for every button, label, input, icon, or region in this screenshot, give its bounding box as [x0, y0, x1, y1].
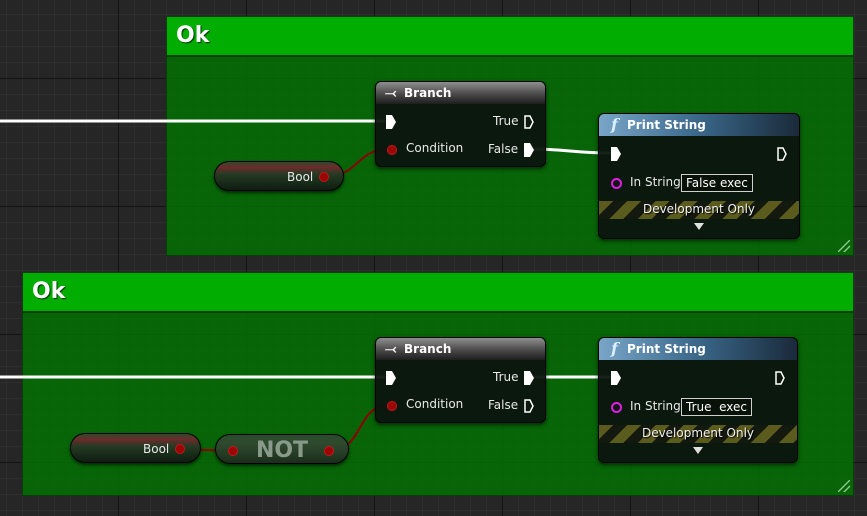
comment-title[interactable]: Ok	[23, 273, 853, 313]
print-string-title: Print String	[627, 342, 706, 356]
exec-output-pin[interactable]	[775, 371, 785, 385]
false-exec-output-pin[interactable]	[524, 399, 534, 413]
condition-input-pin[interactable]	[387, 145, 397, 155]
development-only-stripe	[599, 201, 799, 219]
print-string-header[interactable]: f Print String	[599, 338, 797, 360]
condition-pin-label: Condition	[406, 141, 464, 155]
in-string-pin[interactable]	[611, 178, 622, 189]
function-icon: f	[611, 115, 618, 134]
expand-arrow-icon[interactable]	[694, 223, 704, 230]
development-only-label: Development Only	[642, 202, 756, 216]
in-string-input[interactable]: False exec	[681, 174, 753, 192]
exec-input-pin[interactable]	[611, 371, 621, 385]
development-only-stripe	[599, 425, 797, 443]
bool-variable-label: Bool	[287, 170, 314, 184]
print-string-header[interactable]: f Print String	[599, 114, 799, 136]
branch-node[interactable]: ⤙ Branch True Condition False	[375, 337, 546, 423]
bool-output-pin[interactable]	[319, 172, 329, 182]
true-exec-output-pin[interactable]	[524, 115, 534, 129]
true-pin-label: True	[493, 370, 519, 384]
exec-input-pin[interactable]	[386, 371, 396, 385]
branch-node-header[interactable]: ⤙ Branch	[376, 338, 545, 360]
resize-handle-icon[interactable]	[838, 480, 850, 492]
print-string-node[interactable]: f Print String In String True exec Devel…	[598, 337, 798, 463]
false-pin-label: False	[488, 142, 519, 156]
not-input-pin[interactable]	[228, 446, 238, 456]
in-string-label: In String	[630, 175, 681, 189]
condition-pin-label: Condition	[406, 397, 464, 411]
comment-title[interactable]: Ok	[167, 17, 853, 57]
bool-variable-node[interactable]: Bool	[214, 161, 344, 191]
branch-icon: ⤙	[385, 85, 397, 101]
not-node[interactable]: NOT	[215, 434, 349, 464]
condition-input-pin[interactable]	[387, 401, 397, 411]
in-string-label: In String	[630, 399, 681, 413]
exec-input-pin[interactable]	[611, 147, 621, 161]
exec-output-pin[interactable]	[777, 147, 787, 161]
true-exec-output-pin[interactable]	[524, 371, 534, 385]
in-string-pin[interactable]	[611, 402, 622, 413]
not-label: NOT	[255, 438, 309, 463]
branch-title: Branch	[404, 86, 452, 100]
bool-output-pin[interactable]	[175, 444, 185, 454]
branch-title: Branch	[404, 342, 452, 356]
not-output-pin[interactable]	[324, 446, 334, 456]
in-string-input[interactable]: True exec	[681, 398, 753, 416]
branch-node-header[interactable]: ⤙ Branch	[376, 82, 545, 104]
function-icon: f	[611, 339, 618, 358]
exec-input-pin[interactable]	[386, 115, 396, 129]
development-only-label: Development Only	[641, 426, 755, 440]
resize-handle-icon[interactable]	[838, 240, 850, 252]
branch-node[interactable]: ⤙ Branch True Condition False	[375, 81, 546, 167]
bool-variable-label: Bool	[143, 442, 170, 456]
print-string-node[interactable]: f Print String In String False exec Deve…	[598, 113, 800, 239]
true-pin-label: True	[493, 114, 519, 128]
bool-variable-node[interactable]: Bool	[70, 433, 201, 463]
false-pin-label: False	[488, 398, 519, 412]
expand-arrow-icon[interactable]	[693, 447, 703, 454]
print-string-title: Print String	[627, 118, 706, 132]
branch-icon: ⤙	[385, 341, 397, 357]
false-exec-output-pin[interactable]	[524, 143, 534, 157]
